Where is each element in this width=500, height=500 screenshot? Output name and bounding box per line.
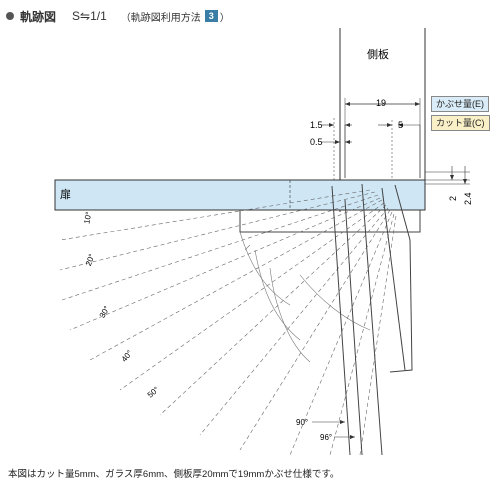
angle-10-label: 10° <box>82 211 93 224</box>
dimension-right <box>425 166 470 185</box>
angle-callouts <box>312 420 355 439</box>
door-label: 扉 <box>60 188 71 201</box>
bullet-icon <box>6 12 14 20</box>
dimension-1-5-label: 1.5 <box>310 120 323 130</box>
angle-96-label: 96° <box>320 433 332 442</box>
angle-20-label: 20° <box>84 253 97 267</box>
dimension-19-label: 19 <box>376 98 386 108</box>
model-label: S⇋1/1 <box>72 9 107 23</box>
dimension-19 <box>344 98 421 125</box>
trajectory-arcs <box>239 231 371 363</box>
usage-note-suffix: ） <box>219 12 230 24</box>
side-panel-label: 側板 <box>367 47 389 61</box>
door-open-position <box>331 183 413 456</box>
dimension-2-4-label: 2.4 <box>463 192 473 205</box>
usage-note: （軌跡図利用方法 3 ） <box>121 9 230 24</box>
diagram-title: 軌跡図 <box>20 9 57 24</box>
door <box>54 179 426 211</box>
angle-50-label: 50° <box>146 385 161 400</box>
trajectory-lines <box>59 189 397 456</box>
dimension-0-5-label: 0.5 <box>310 137 323 147</box>
angle-90-label: 90° <box>296 418 308 427</box>
footer-note: 本図はカット量5mm、ガラス厚6mm、側板厚20mmで19mmかぶせ仕様です。 <box>8 469 340 480</box>
angle-30-label: 30° <box>98 304 112 319</box>
diagram-header: 軌跡図 S⇋1/1 （軌跡図利用方法 3 ） <box>6 6 230 26</box>
hinge-cup <box>239 210 421 233</box>
dimension-2-label: 2 <box>448 196 458 201</box>
legend-cut: カット量(C) <box>431 115 490 131</box>
dimension-5-label: 5 <box>398 120 403 130</box>
dimension-left <box>322 118 352 182</box>
usage-note-badge[interactable]: 3 <box>204 10 218 22</box>
angle-40-label: 40° <box>120 349 135 364</box>
legend-overlay: かぶせ量(E) <box>431 96 489 112</box>
usage-note-prefix: （軌跡図利用方法 <box>120 12 201 24</box>
dimension-5 <box>378 120 420 182</box>
